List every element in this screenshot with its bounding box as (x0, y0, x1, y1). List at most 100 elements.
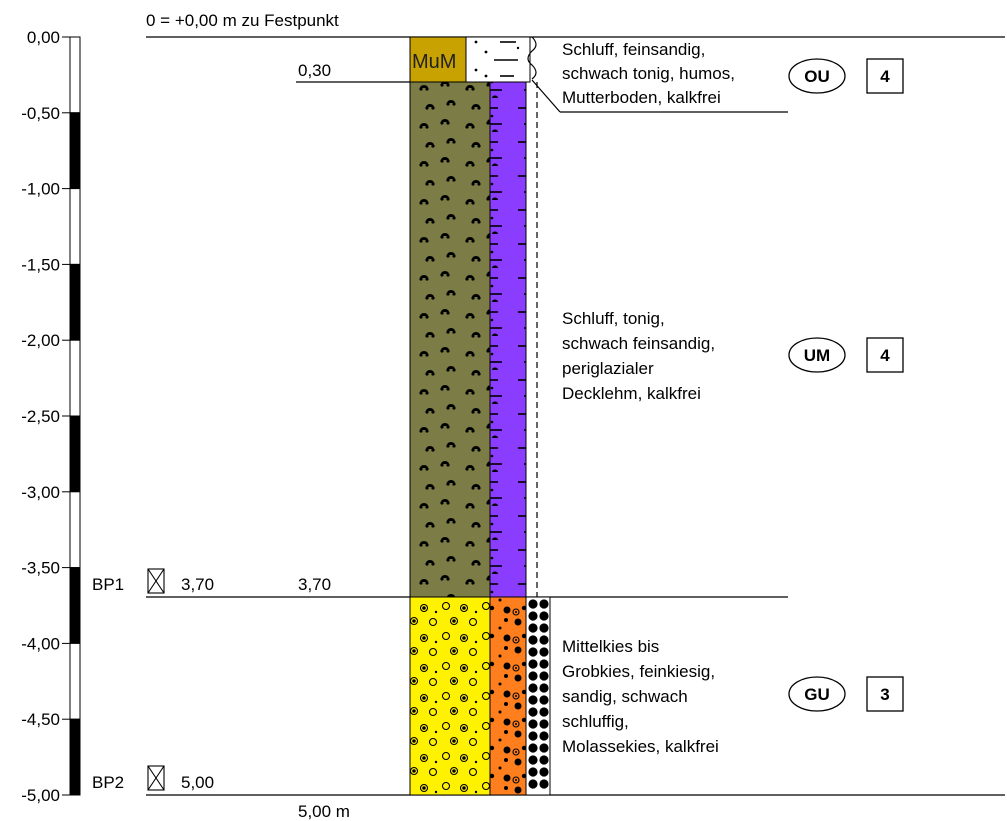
sample-id: BP1 (92, 575, 124, 594)
gravel-dot (539, 743, 549, 753)
reference-label: 0 = +0,00 m zu Festpunkt (146, 11, 339, 30)
boundary-depth-0-30: 0,30 (298, 61, 331, 80)
gravel-dot (528, 659, 538, 669)
scale-segment (69, 339, 81, 417)
svg-text:Mutterboden, kalkfrei: Mutterboden, kalkfrei (562, 88, 721, 107)
scale-segment (69, 415, 81, 493)
group-badge-label: GU (804, 685, 830, 704)
gravel-dot (528, 755, 538, 765)
scale-segment (69, 567, 81, 644)
sample-depth: 5,00 (181, 773, 214, 792)
scale-tick-label: -3,00 (21, 483, 60, 502)
svg-text:Molassekies, kalkfrei: Molassekies, kalkfrei (562, 737, 719, 756)
svg-text:schwach tonig, humos,: schwach tonig, humos, (562, 64, 735, 83)
svg-text:periglazialer: periglazialer (562, 359, 654, 378)
svg-text:Schluff, feinsandig,: Schluff, feinsandig, (562, 40, 705, 59)
scale-tick-label: -2,50 (21, 407, 60, 426)
gravel-dot (528, 647, 538, 657)
gravel-dot (539, 731, 549, 741)
svg-text:sandig, schwach: sandig, schwach (562, 687, 688, 706)
gravel-pattern-overlay (410, 597, 490, 795)
gravel-dot (528, 731, 538, 741)
class-box (866, 337, 904, 373)
group-badge-label: OU (804, 67, 830, 86)
scale-segment (69, 188, 81, 265)
layer-description: Schluff, tonig, schwach feinsandig, peri… (562, 309, 715, 403)
gravel-dot (539, 611, 549, 621)
scale-tick-label: -0,50 (21, 104, 60, 123)
bottom-depth-label: 5,00 m (298, 802, 350, 821)
layer-silt: Schluff, tonig, schwach feinsandig, peri… (409, 81, 904, 598)
layer-gravel: Mittelkies bis Grobkies, feinkiesig, san… (409, 596, 904, 796)
gravel-dot (528, 635, 538, 645)
class-box-label: 4 (880, 67, 890, 86)
gravel-dot (528, 767, 538, 777)
gravel-dot (539, 671, 549, 681)
sample-id: BP2 (92, 773, 124, 792)
gravel-dot (528, 719, 538, 729)
scale-tick-label: -5,00 (21, 786, 60, 805)
scale-segment (69, 491, 81, 569)
sample-bp1: BP1 3,70 (92, 568, 214, 594)
gravel-dot (539, 719, 549, 729)
gravel-dot (539, 755, 549, 765)
clay-pattern-overlay (490, 82, 526, 597)
leader-line-top (531, 79, 561, 113)
scale-tick-label: -2,00 (21, 331, 60, 350)
svg-text:schwach feinsandig,: schwach feinsandig, (562, 334, 715, 353)
gravel-dot (528, 671, 538, 681)
svg-text:schluffig,: schluffig, (562, 712, 629, 731)
gravel-dot (539, 779, 549, 789)
gravel-dot (528, 683, 538, 693)
sample-box-icon (147, 765, 165, 791)
scale-tick-label: -1,50 (21, 255, 60, 274)
gravel-dot (539, 659, 549, 669)
gravel-dot (528, 743, 538, 753)
gravel-dot (539, 695, 549, 705)
gravel-dots-icon (528, 599, 549, 789)
class-box-label: 4 (880, 346, 890, 365)
class-box-label: 3 (880, 685, 889, 704)
gravel-dot (539, 683, 549, 693)
gravel-dot (539, 635, 549, 645)
depth-scale: 0,00 -0,50 -1,00 -1,50 -2,00 -2,50 -3,00 -3,50 -… (21, 28, 81, 805)
gravel-dot (528, 707, 538, 717)
sample-box-icon (147, 568, 165, 594)
svg-text:Decklehm, kalkfrei: Decklehm, kalkfrei (562, 384, 701, 403)
svg-text:Grobkies, feinkiesig,: Grobkies, feinkiesig, (562, 662, 715, 681)
layer-topsoil: MuM Schluff, feinsandig, schwach tonig, … (409, 36, 904, 107)
silt-pattern-overlay (410, 82, 490, 597)
scale-segment (69, 718, 81, 796)
gravel-dot (528, 623, 538, 633)
gravel-dot (539, 707, 549, 717)
group-badge (788, 58, 846, 94)
gravel-dot (539, 767, 549, 777)
gravel-dot (539, 623, 549, 633)
wavy-boundary-icon (527, 36, 537, 80)
sample-depth: 3,70 (181, 575, 214, 594)
scale-segment (69, 642, 81, 720)
gravel-dot (528, 611, 538, 621)
layer-description: Mittelkies bis Grobkies, feinkiesig, san… (562, 637, 719, 756)
scale-segment (69, 112, 81, 190)
boundary-depth-3-70: 3,70 (298, 575, 331, 594)
scale-tick-label: -1,00 (21, 180, 60, 199)
silt-sand-symbol-icon (474, 40, 520, 78)
class-box (866, 58, 904, 94)
scale-segment (69, 263, 81, 341)
gravel-dot (539, 599, 549, 609)
scale-segment (69, 36, 81, 114)
sample-bp2: BP2 5,00 (92, 765, 214, 792)
coarse-pattern-overlay (490, 597, 526, 795)
scale-tick-label: -4,00 (21, 634, 60, 653)
gravel-dot (528, 599, 538, 609)
scale-tick-label: -3,50 (21, 559, 60, 578)
gravel-dot (528, 695, 538, 705)
gravel-dot (528, 779, 538, 789)
layer-symbol: MuM (412, 51, 456, 73)
class-box (866, 676, 904, 712)
group-badge-label: UM (804, 346, 830, 365)
layer-main-column (409, 36, 467, 83)
scale-tick-label: 0,00 (27, 28, 60, 47)
